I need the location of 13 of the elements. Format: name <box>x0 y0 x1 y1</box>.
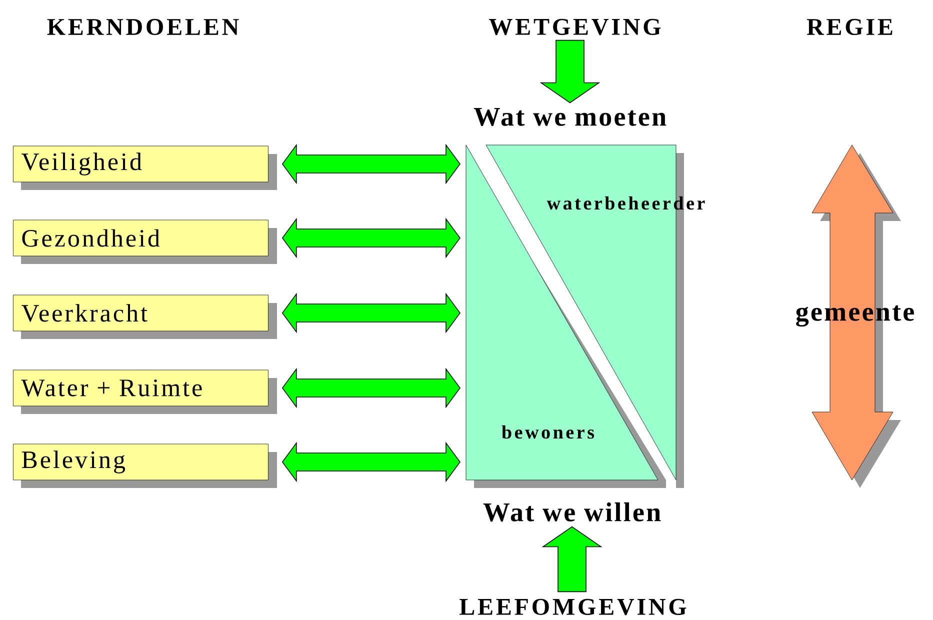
goal-box: Beleving <box>13 444 277 488</box>
goal-box: Veiligheid <box>13 146 277 190</box>
block-arrow <box>542 526 602 592</box>
heading: WETGEVING <box>489 18 661 36</box>
heading: REGIE <box>806 18 892 36</box>
goal-box: Gezondheid <box>13 220 277 264</box>
block-arrow <box>540 40 600 104</box>
goal-box: Water + Ruimte <box>13 370 277 414</box>
heading: KERNDOELEN <box>47 18 239 36</box>
heading: LEEFOMGEVING <box>460 598 686 616</box>
title-text: Wat we moeten <box>474 108 666 126</box>
title-text: Wat we willen <box>483 502 661 522</box>
goal-box: Veerkracht <box>13 294 277 339</box>
